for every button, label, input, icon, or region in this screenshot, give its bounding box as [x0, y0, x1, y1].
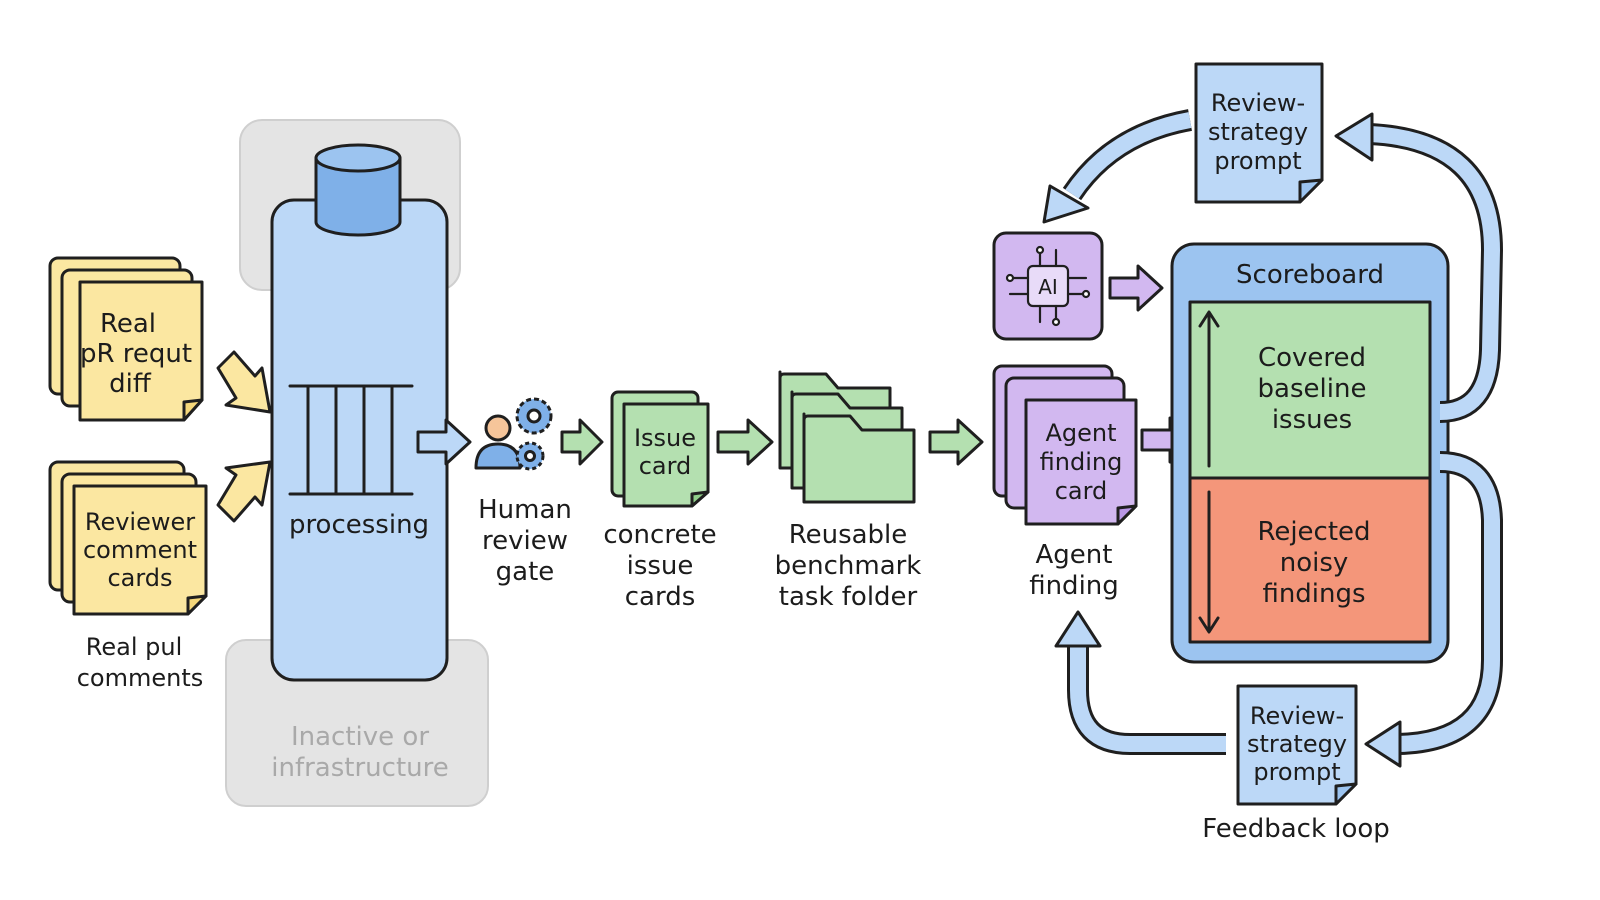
arrow-processing-to-gate: [416, 418, 472, 466]
human-gate-caption-line-3: gate: [496, 557, 555, 587]
person-gears-icon: [474, 397, 553, 471]
scoreboard-panel: Scoreboard Covered baseline issues Rejec…: [1170, 242, 1450, 664]
bottom-prompt-card: Review- strategy prompt: [1236, 684, 1358, 806]
covered-line-1: Covered: [1258, 343, 1366, 373]
top-prompt-line-2: strategy: [1208, 118, 1308, 146]
feedback-loop-label: Feedback loop: [1202, 814, 1390, 844]
agent-card-line-2: finding: [1040, 448, 1123, 476]
folder-caption-line-3: task folder: [779, 582, 918, 612]
folder-stack-icon: [778, 370, 916, 504]
bottom-prompt-line-2: strategy: [1247, 730, 1347, 758]
issue-caption-line-3: cards: [625, 582, 696, 612]
issue-card-line-1: Issue: [634, 424, 696, 452]
top-prompt-line-1: Review-: [1211, 89, 1305, 117]
processing-column: processing: [270, 143, 449, 682]
gear-icon-small: [515, 441, 545, 471]
folder-caption-line-2: benchmark: [775, 551, 922, 581]
issue-caption-line-2: issue: [627, 551, 694, 581]
pr-diff-card-stack: Real pR requt diff: [48, 256, 204, 422]
pr-diff-card-line-1: Real: [100, 309, 156, 339]
infrastructure-label-line-1: Inactive or: [291, 722, 429, 752]
agent-finding-card-stack: Agent finding card: [992, 364, 1138, 526]
ai-chip-icon: AI: [992, 231, 1104, 341]
agent-caption-line-1: Agent: [1036, 540, 1113, 570]
rejected-line-2: noisy: [1280, 548, 1349, 578]
human-gate-caption-line-1: Human: [478, 495, 572, 525]
processing-label: processing: [289, 510, 429, 540]
pr-diff-card-line-2: pR requt: [80, 339, 192, 369]
reviewer-card-line-3: cards: [107, 564, 172, 592]
database-icon: [314, 143, 402, 237]
covered-line-3: issues: [1272, 405, 1352, 435]
covered-line-2: baseline: [1258, 374, 1367, 404]
inputs-caption-line-1: Real pul: [86, 633, 182, 661]
agent-caption-line-2: finding: [1029, 571, 1119, 601]
inputs-caption-line-2: comments: [77, 664, 204, 692]
reviewer-comment-card-stack: Reviewer comment cards: [48, 460, 208, 616]
loop-arrow-bottom-prompt-to-agent: [1054, 610, 1226, 755]
processing-grid-icon: [288, 384, 414, 496]
loop-arrow-top-prompt-to-ai: [1042, 109, 1193, 224]
arrow-folder-to-agent: [928, 418, 984, 466]
rejected-line-3: findings: [1262, 579, 1365, 609]
top-prompt-line-3: prompt: [1214, 147, 1301, 175]
human-gate-caption-line-2: review: [482, 526, 568, 556]
issue-card-stack: Issue card: [610, 390, 710, 508]
arrow-ai-to-scoreboard: [1108, 264, 1164, 312]
issue-card-line-2: card: [639, 452, 692, 480]
loop-arrow-scoreboard-to-bottom-prompt: [1364, 451, 1503, 768]
top-prompt-card: Review- strategy prompt: [1194, 62, 1324, 204]
issue-caption-line-1: concrete: [603, 520, 716, 550]
covered-issues-zone: [1188, 300, 1432, 480]
folder-caption-line-1: Reusable: [789, 520, 908, 550]
gear-icon: [515, 397, 553, 435]
ai-chip-text: AI: [1038, 275, 1058, 299]
bottom-prompt-line-3: prompt: [1253, 758, 1340, 786]
rejected-findings-zone: [1188, 476, 1432, 644]
agent-card-line-3: card: [1055, 477, 1108, 505]
rejected-line-1: Rejected: [1257, 517, 1370, 547]
infrastructure-label-line-2: infrastructure: [271, 753, 448, 783]
reviewer-card-line-1: Reviewer: [85, 508, 195, 536]
loop-arrow-scoreboard-to-top-prompt: [1334, 112, 1504, 423]
reviewer-card-line-2: comment: [83, 536, 197, 564]
scoreboard-title: Scoreboard: [1236, 260, 1384, 290]
arrow-issue-to-folder: [716, 418, 774, 466]
agent-card-line-1: Agent: [1045, 419, 1116, 447]
arrow-pr-diff-to-processing: [216, 350, 272, 414]
bottom-prompt-line-1: Review-: [1250, 702, 1344, 730]
pr-diff-card-line-3: diff: [109, 369, 152, 399]
arrow-gate-to-issue: [560, 418, 604, 466]
arrow-comments-to-processing: [216, 460, 272, 523]
